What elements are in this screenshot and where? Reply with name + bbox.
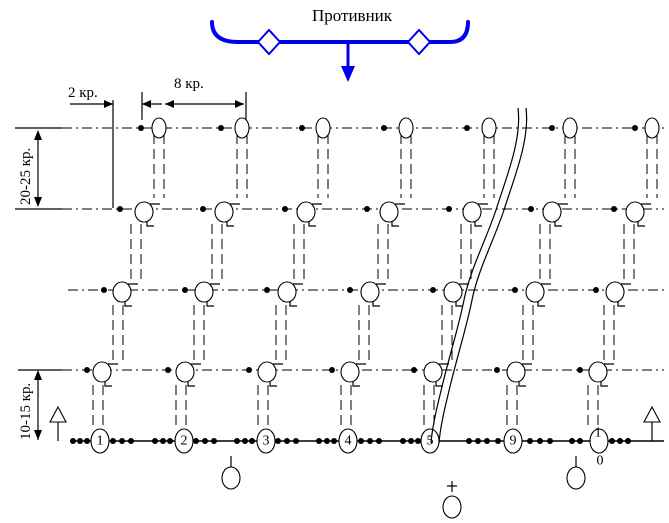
- base-position-1: 1: [90, 428, 110, 454]
- column-connectors-5: [423, 134, 495, 430]
- base-label-9: 9: [510, 434, 517, 449]
- flank-markers: [49, 405, 661, 441]
- base-label-5: 5: [427, 434, 434, 449]
- base-position-4: 4: [338, 428, 358, 454]
- base-label-10b: 0: [597, 454, 604, 469]
- column-connectors-6: [506, 134, 576, 430]
- column-connectors-4: [340, 134, 412, 430]
- base-label-4: 4: [345, 434, 352, 449]
- dim-row-spacing-top: 20-25 кр.: [18, 148, 34, 205]
- base-label-10a: 1: [595, 426, 602, 441]
- row-lines: [62, 127, 664, 442]
- column-connectors-1: [92, 134, 165, 430]
- dim-gap-large: 8 кр.: [174, 76, 204, 92]
- base-position-9: 9: [503, 428, 523, 454]
- row-2-markers: [117, 201, 651, 227]
- connectors: [92, 134, 658, 430]
- column-connectors-7: [587, 134, 658, 430]
- dim-gap-small: 2 кр.: [68, 85, 98, 101]
- base-label-1: 1: [97, 434, 104, 449]
- base-label-2: 2: [181, 434, 188, 449]
- dim-row-spacing-bottom: 10-15 кр.: [18, 383, 34, 440]
- enemy-symbol: [210, 20, 470, 82]
- double-line-road: [430, 107, 528, 444]
- base-position-2: 2: [174, 428, 194, 454]
- dimension-lines: [15, 92, 247, 440]
- column-connectors-3: [257, 134, 329, 430]
- base-position-10: 1 0: [589, 426, 609, 469]
- right-flank-triangle: [643, 405, 661, 441]
- enemy-label: Противник: [312, 6, 393, 25]
- row-1-markers: [138, 117, 660, 139]
- base-position-5: 5: [420, 428, 440, 454]
- base-label-3: 3: [263, 434, 270, 449]
- left-flank-triangle: [49, 405, 67, 441]
- base-position-3: 3: [256, 428, 276, 454]
- baseline-dots: [70, 438, 631, 444]
- row-4-markers: [84, 361, 614, 387]
- rear-markers: [221, 456, 586, 519]
- column-connectors-2: [175, 134, 248, 430]
- row-3-markers: [101, 281, 631, 307]
- base-positions: 1 2 3 4 5 9 1 0: [90, 426, 609, 469]
